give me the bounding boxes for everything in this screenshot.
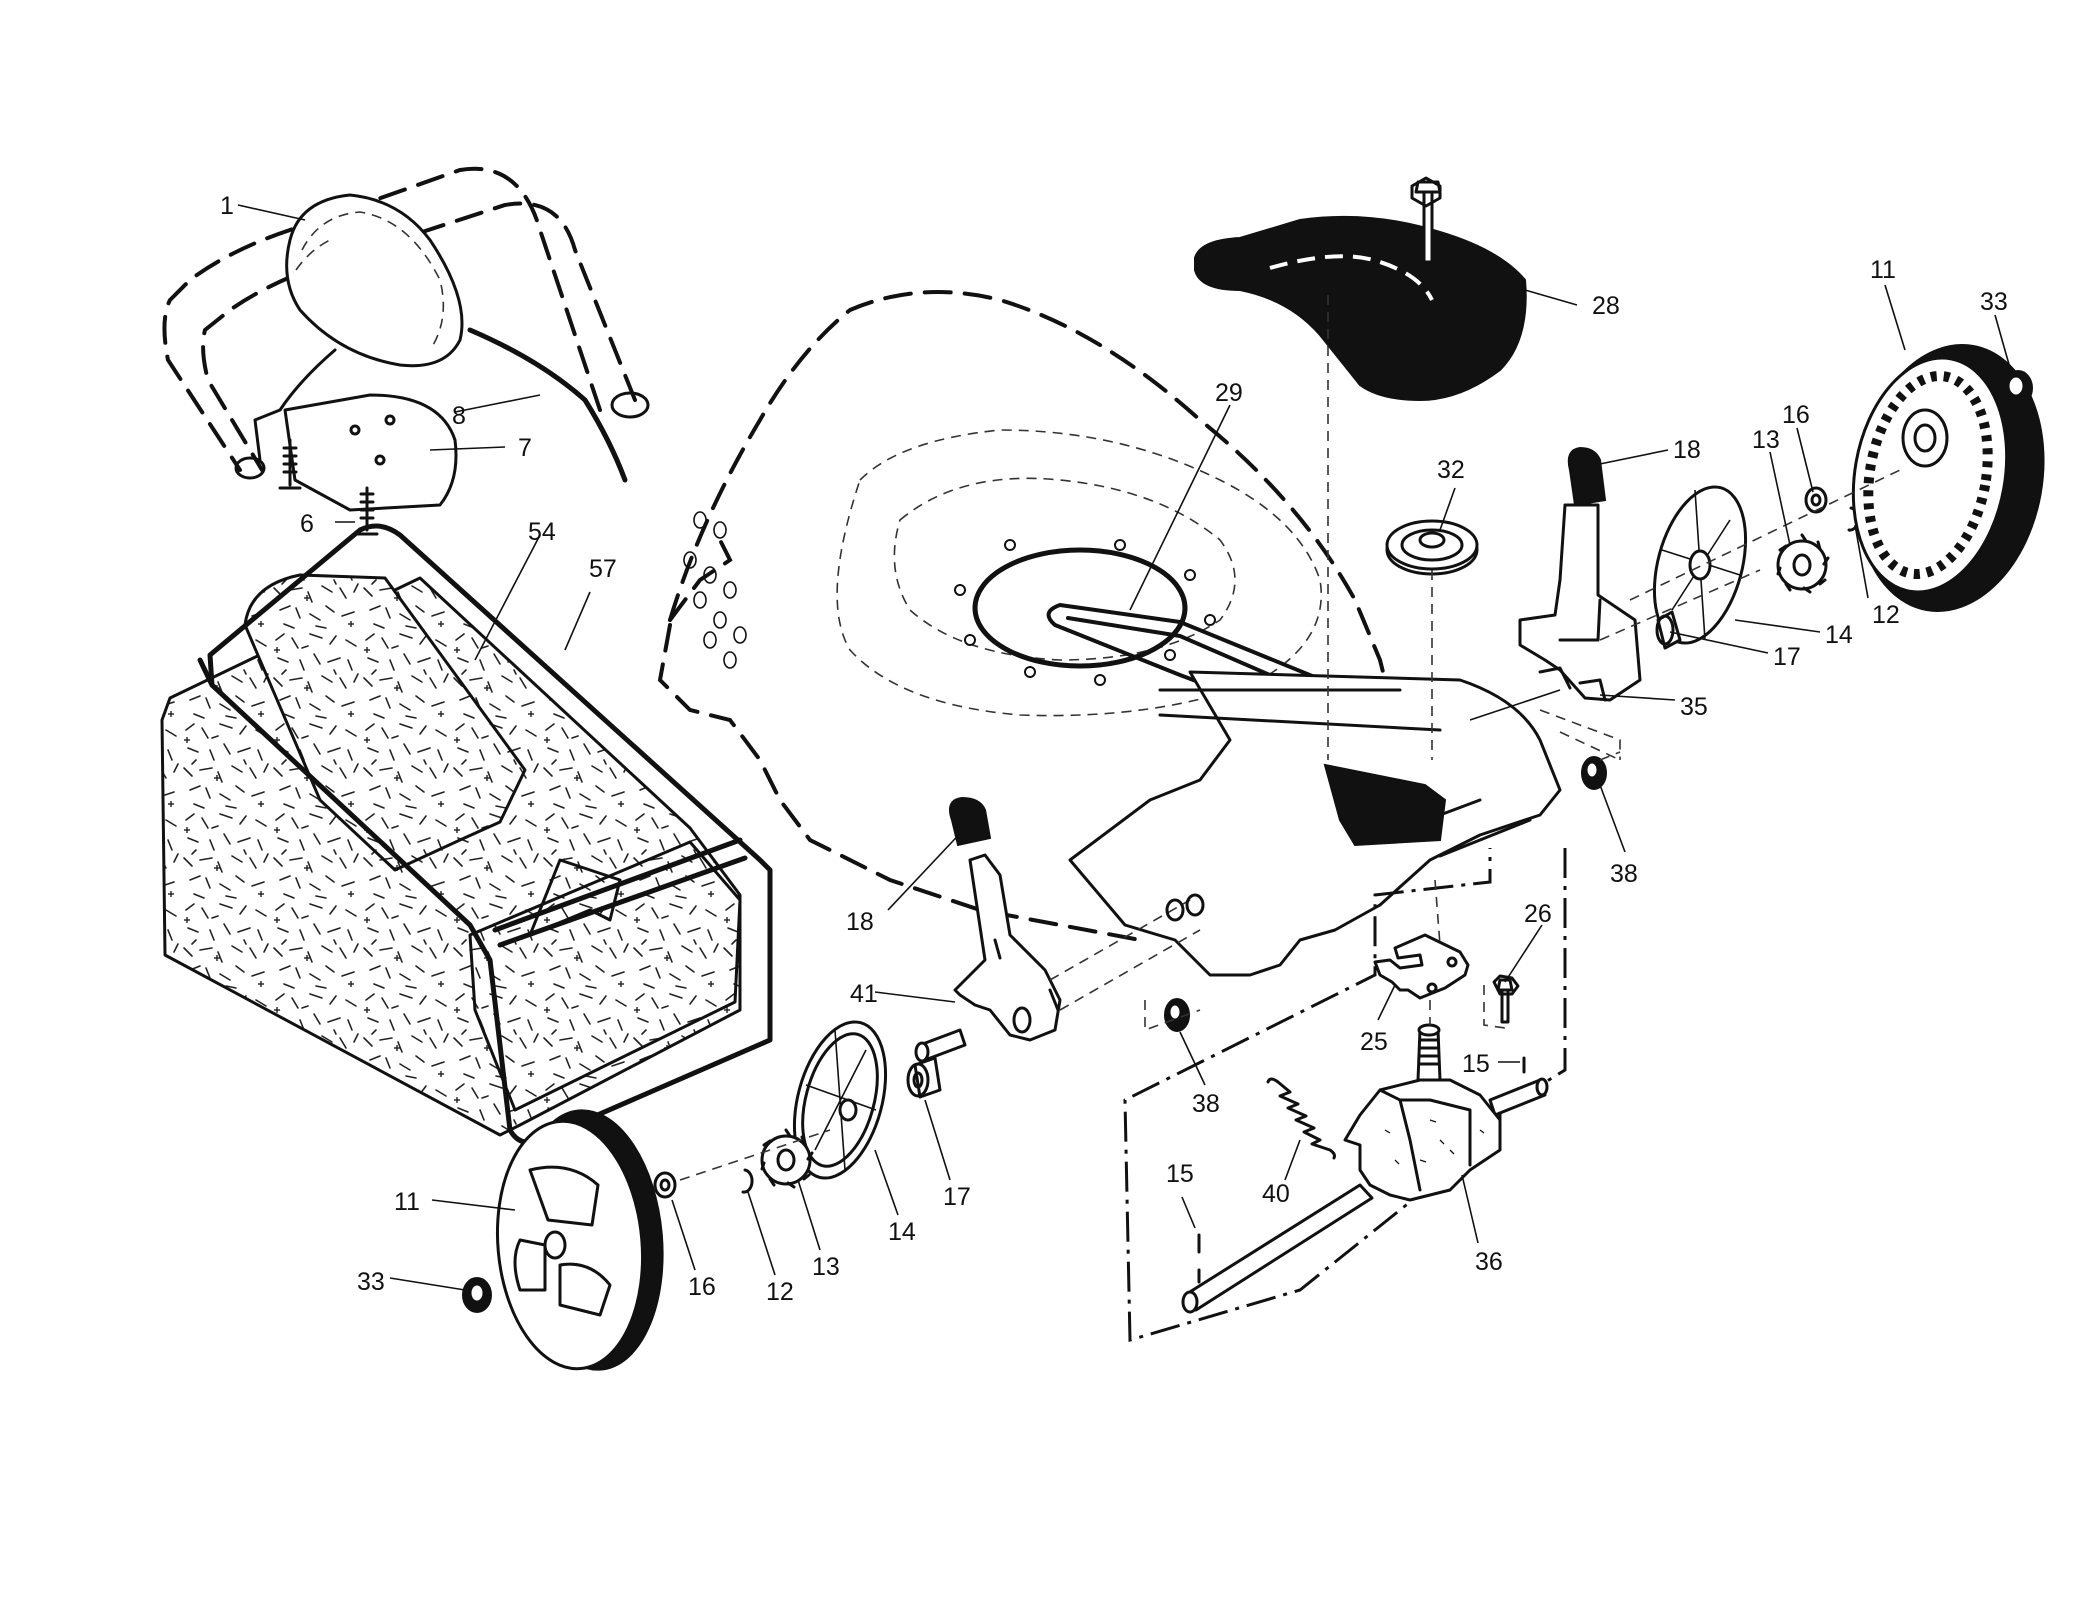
callout-18-left: 18 bbox=[846, 908, 874, 936]
callout-25: 25 bbox=[1360, 1028, 1388, 1056]
callout-35: 35 bbox=[1680, 693, 1708, 721]
callout-29: 29 bbox=[1215, 379, 1243, 407]
callout-17-left: 17 bbox=[943, 1183, 971, 1211]
callout-41: 41 bbox=[850, 980, 878, 1008]
callout-12-left: 12 bbox=[766, 1278, 794, 1306]
callout-7: 7 bbox=[518, 434, 532, 462]
right-adjuster-grip bbox=[1567, 446, 1607, 507]
leader-lines bbox=[237, 204, 2013, 1291]
rear-housing bbox=[1068, 670, 1562, 977]
right-adjuster-lever bbox=[1518, 503, 1642, 702]
bolt-6a bbox=[278, 438, 302, 490]
left-adjuster-lever bbox=[953, 853, 1062, 1042]
rear-housing-body bbox=[1068, 670, 1562, 977]
cable-bracket bbox=[283, 393, 458, 512]
nut-38-right bbox=[1581, 751, 1621, 790]
callout-16-right: 16 bbox=[1782, 401, 1810, 429]
rear-cover-28 bbox=[1194, 176, 1527, 760]
callout-38-right: 38 bbox=[1610, 860, 1638, 888]
left-clip bbox=[741, 1168, 754, 1194]
callout-14-right: 14 bbox=[1825, 621, 1853, 649]
bag-top bbox=[243, 573, 527, 872]
callout-8: 8 bbox=[452, 402, 466, 430]
callout-54: 54 bbox=[528, 518, 556, 546]
belt-ring bbox=[972, 547, 1188, 669]
left-washer bbox=[653, 1171, 677, 1199]
bolt-26 bbox=[1496, 978, 1514, 1024]
callout-13-left: 13 bbox=[812, 1253, 840, 1281]
callout-36: 36 bbox=[1475, 1248, 1503, 1276]
left-height-adjuster bbox=[914, 796, 1205, 1063]
callout-40: 40 bbox=[1262, 1180, 1290, 1208]
handle-assembly bbox=[162, 166, 650, 536]
right-height-adjuster bbox=[1469, 446, 1642, 721]
right-bushing bbox=[1656, 610, 1682, 650]
callout-11-right: 11 bbox=[1870, 256, 1896, 284]
callout-38-left: 38 bbox=[1192, 1090, 1220, 1118]
callout-33-left: 33 bbox=[357, 1268, 385, 1296]
callout-15-left: 15 bbox=[1166, 1160, 1194, 1188]
left-wheel-assembly bbox=[462, 1020, 942, 1371]
handle-dashed-outer bbox=[162, 166, 602, 472]
callout-28: 28 bbox=[1592, 292, 1620, 320]
callout-1: 1 bbox=[220, 192, 234, 220]
transmission-group bbox=[1123, 848, 1567, 1342]
callout-12-right: 12 bbox=[1872, 601, 1900, 629]
pulley-32 bbox=[1385, 519, 1479, 760]
control-cable bbox=[467, 327, 628, 483]
callout-11-left: 11 bbox=[394, 1188, 420, 1216]
bolt-6b bbox=[355, 486, 379, 536]
right-wheel-assembly bbox=[1539, 344, 2045, 761]
callout-33-right: 33 bbox=[1980, 288, 2008, 316]
callout-14-left: 14 bbox=[888, 1218, 916, 1246]
spring-40 bbox=[1266, 1077, 1336, 1160]
callout-labels: 1 8 7 6 54 57 29 28 32 18 11 33 16 13 12… bbox=[220, 192, 2008, 1306]
callout-6: 6 bbox=[300, 510, 314, 538]
bag-opening bbox=[468, 840, 742, 1112]
callout-26: 26 bbox=[1524, 900, 1552, 928]
bag-frame bbox=[207, 523, 773, 1145]
callout-15-right: 15 bbox=[1462, 1050, 1490, 1078]
callout-17-right: 17 bbox=[1773, 643, 1801, 671]
callout-57: 57 bbox=[589, 555, 617, 583]
rear-cover bbox=[1194, 215, 1527, 402]
grass-bag-assembly bbox=[160, 523, 773, 1145]
transmission-bracket bbox=[1373, 933, 1470, 1000]
nut-38-left bbox=[1144, 998, 1201, 1032]
gearbox-36 bbox=[1343, 1078, 1502, 1202]
deck-outline bbox=[668, 290, 1397, 722]
right-washer bbox=[1804, 486, 1828, 514]
callout-16-left: 16 bbox=[688, 1273, 716, 1301]
callout-13-right: 13 bbox=[1752, 426, 1780, 454]
handle-cover bbox=[285, 193, 464, 368]
callout-18-right: 18 bbox=[1673, 436, 1701, 464]
callout-32: 32 bbox=[1437, 456, 1465, 484]
